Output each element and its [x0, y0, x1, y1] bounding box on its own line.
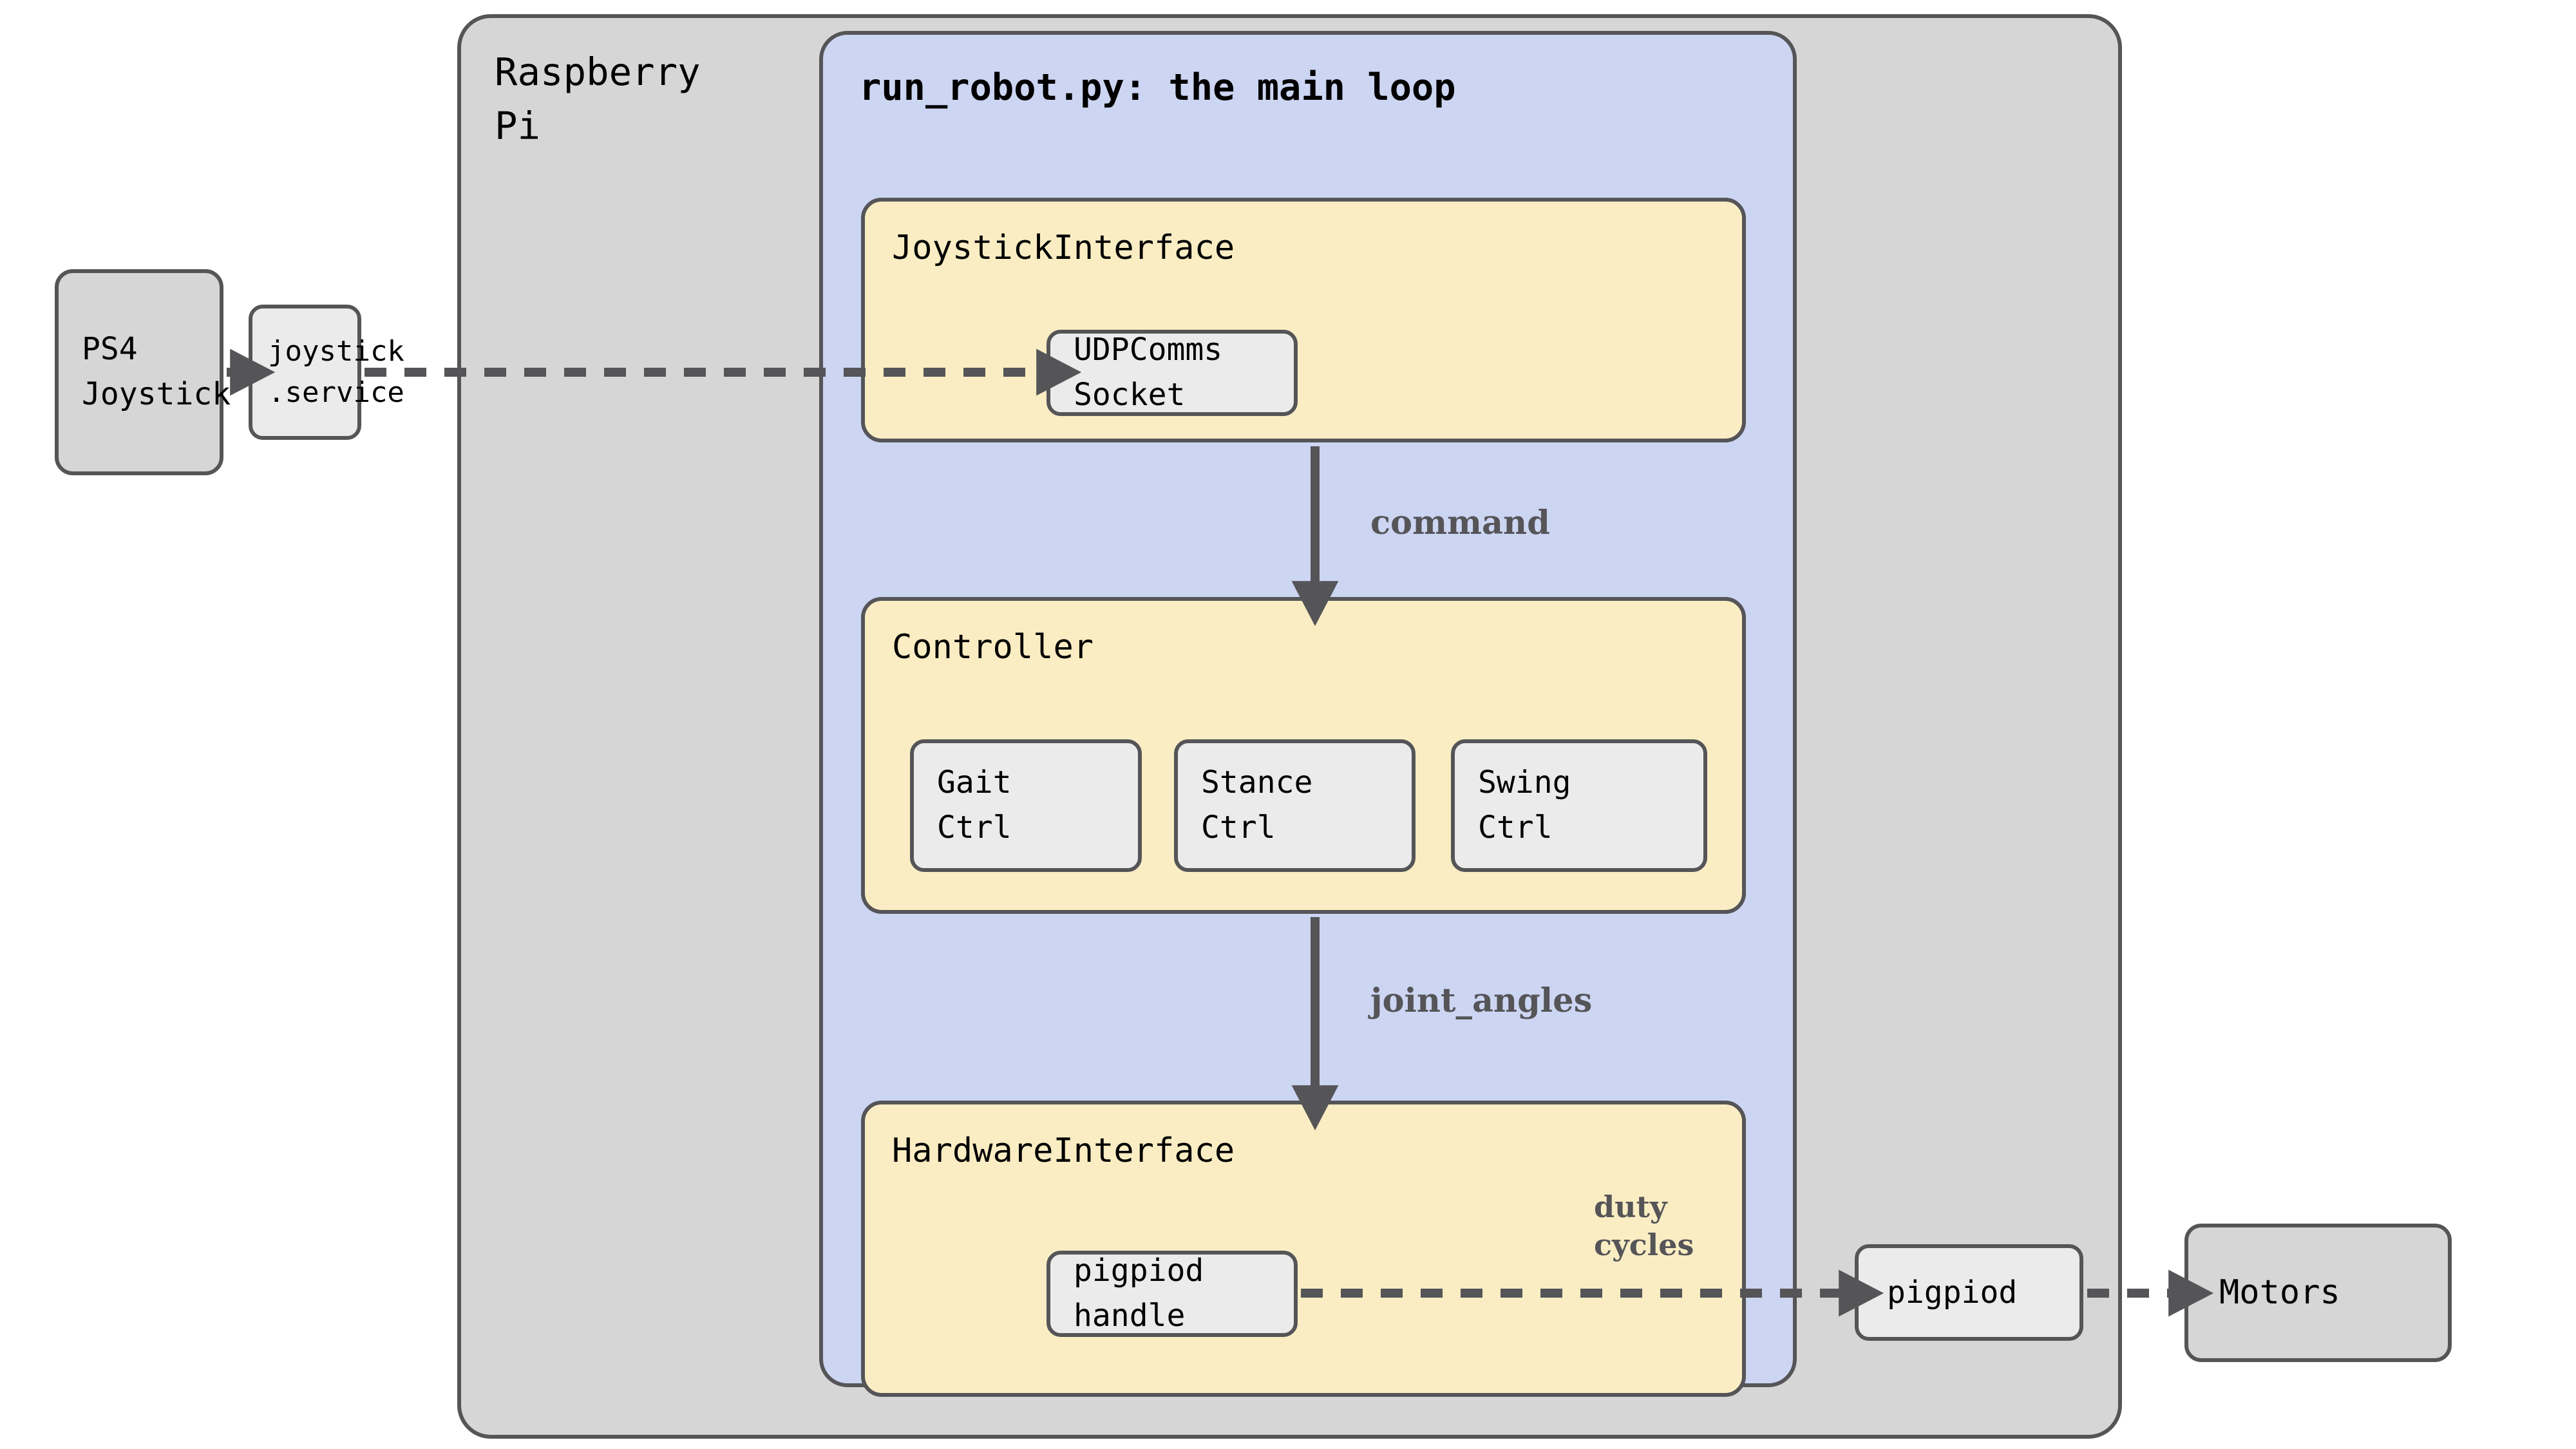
node-label-pigpiod-daemon: pigpiod [1887, 1274, 2018, 1311]
module-hardware-interface: HardwareInterface [861, 1101, 1746, 1397]
module-joystick-interface: JoystickInterface [861, 198, 1746, 442]
edge-label-joint-angles: joint_angles [1370, 981, 1593, 1020]
subbox-label-gait-ctrl: Gait Ctrl [937, 764, 1012, 846]
subbox-label-udpcomms-socket: UDPComms Socket [1074, 332, 1223, 413]
node-pigpiod-daemon: pigpiod [1855, 1244, 2083, 1341]
module-title-hardware-interface: HardwareInterface [892, 1132, 1235, 1170]
raspberry-pi-label: Raspberry Pi [495, 50, 701, 148]
subbox-swing-ctrl: Swing Ctrl [1451, 739, 1707, 872]
subbox-label-pigpiod-handle: pigpiod handle [1074, 1253, 1204, 1334]
subbox-stance-ctrl: Stance Ctrl [1174, 739, 1416, 872]
subbox-udpcomms-socket: UDPComms Socket [1046, 330, 1298, 416]
node-joystick-service: joystick .service [249, 305, 404, 440]
node-label-ps4-joystick: PS4 Joystick [82, 331, 231, 412]
node-label-motors: Motors [2219, 1273, 2340, 1312]
edge-label-duty-cycles: duty cycles [1594, 1189, 1694, 1262]
node-ps4-joystick: PS4 Joystick [55, 269, 231, 475]
module-title-joystick-interface: JoystickInterface [892, 229, 1235, 267]
node-label-joystick-service: joystick .service [268, 335, 404, 409]
subbox-pigpiod-handle: pigpiod handle [1046, 1251, 1298, 1337]
module-title-controller: Controller [892, 628, 1094, 667]
node-motors: Motors [2184, 1224, 2452, 1362]
subbox-label-stance-ctrl: Stance Ctrl [1201, 764, 1313, 846]
edge-label-command: command [1370, 504, 1550, 542]
main-loop-title: run_robot.py: the main loop [859, 66, 1456, 109]
subbox-gait-ctrl: Gait Ctrl [910, 739, 1142, 872]
subbox-label-swing-ctrl: Swing Ctrl [1478, 764, 1571, 846]
